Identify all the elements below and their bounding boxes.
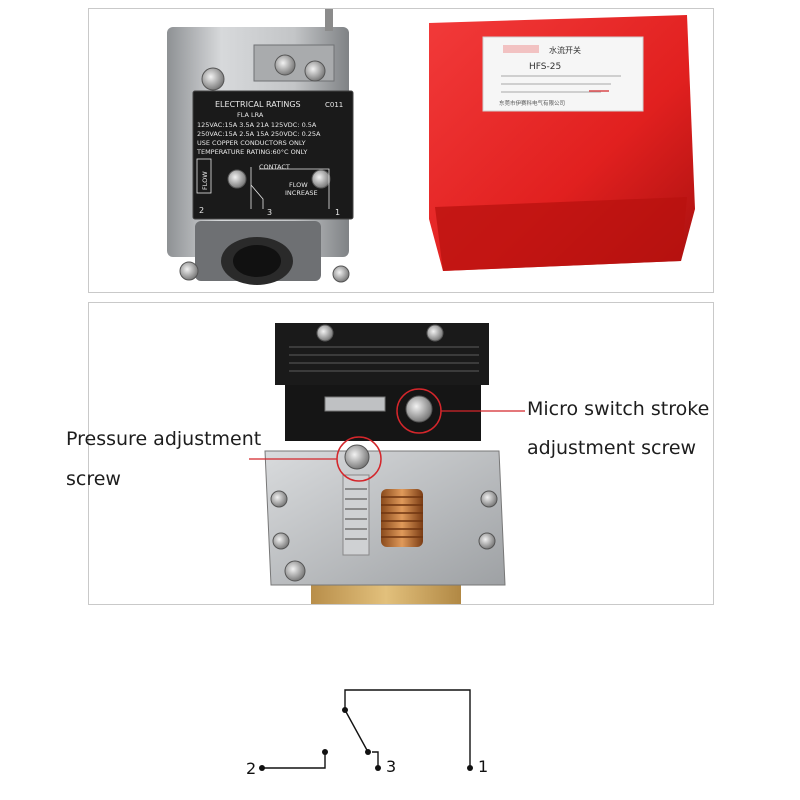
micro-switch-label-line2: adjustment screw xyxy=(527,437,697,459)
terminal-2-dot xyxy=(259,765,265,771)
plate-code: C011 xyxy=(325,101,343,109)
plate-terminal-3: 3 xyxy=(267,208,272,217)
common-wire xyxy=(344,689,471,768)
adjustment-spring xyxy=(342,474,423,556)
plate-row3: USE COPPER CONDUCTORS ONLY xyxy=(197,139,306,147)
nc-wire xyxy=(262,752,326,769)
terminal-3-dot xyxy=(375,765,381,771)
micro-switch xyxy=(275,323,489,441)
plate-row1: 125VAC:15A 3.5A 21A 125VDC: 0.5A xyxy=(197,121,317,129)
micro-switch-screw xyxy=(405,395,433,423)
top-screw xyxy=(179,9,350,283)
plate-flow-increase-2: INCREASE xyxy=(285,189,318,197)
red-cover-box: 水流开关 HFS-25 东莞市伊赛科电气有限公司 xyxy=(429,15,695,271)
terminal-1-label: 1 xyxy=(478,757,488,776)
top-photo-panel: ELECTRICAL RATINGS C011 FLA LRA 125VAC:1… xyxy=(88,8,714,293)
plate-contact: CONTACT xyxy=(259,163,290,171)
internal-mechanism-photo xyxy=(249,323,525,604)
flow-switch-photo: ELECTRICAL RATINGS C011 FLA LRA 125VAC:1… xyxy=(167,9,695,285)
plate-cols: FLA LRA xyxy=(237,111,264,119)
plate-terminal-2: 2 xyxy=(199,206,204,215)
label-chinese-title: 水流开关 xyxy=(549,45,581,55)
micro-switch-label-line1: Micro switch stroke xyxy=(527,398,710,420)
electrical-ratings-plate: ELECTRICAL RATINGS C011 FLA LRA 125VAC:1… xyxy=(192,90,354,220)
terminal-2-label: 2 xyxy=(246,759,256,778)
pressure-screw xyxy=(344,444,370,470)
label-manufacturer: 东莞市伊赛科电气有限公司 xyxy=(499,99,565,107)
plate-heading: ELECTRICAL RATINGS xyxy=(215,100,301,109)
no-wire xyxy=(372,751,379,768)
bottom-photo-panel xyxy=(88,302,714,605)
contact-wiring-diagram: 2 3 1 xyxy=(246,689,488,778)
pressure-label-line1: Pressure adjustment xyxy=(66,428,262,450)
switch-arm xyxy=(344,709,369,753)
plate-flow-increase-1: FLOW xyxy=(289,181,308,189)
terminal-3-label: 3 xyxy=(386,757,396,776)
callout-markers xyxy=(249,388,525,482)
terminal-1-dot xyxy=(467,765,473,771)
plate-row4: TEMPERATURE RATING:60°C ONLY xyxy=(196,148,307,156)
plate-flow-label: FLOW xyxy=(201,171,209,190)
pressure-label-line2: screw xyxy=(66,468,121,490)
plate-terminal-1: 1 xyxy=(335,208,340,217)
plate-row2: 250VAC:15A 2.5A 15A 250VDC: 0.25A xyxy=(197,130,321,138)
label-model: HFS-25 xyxy=(529,62,561,72)
